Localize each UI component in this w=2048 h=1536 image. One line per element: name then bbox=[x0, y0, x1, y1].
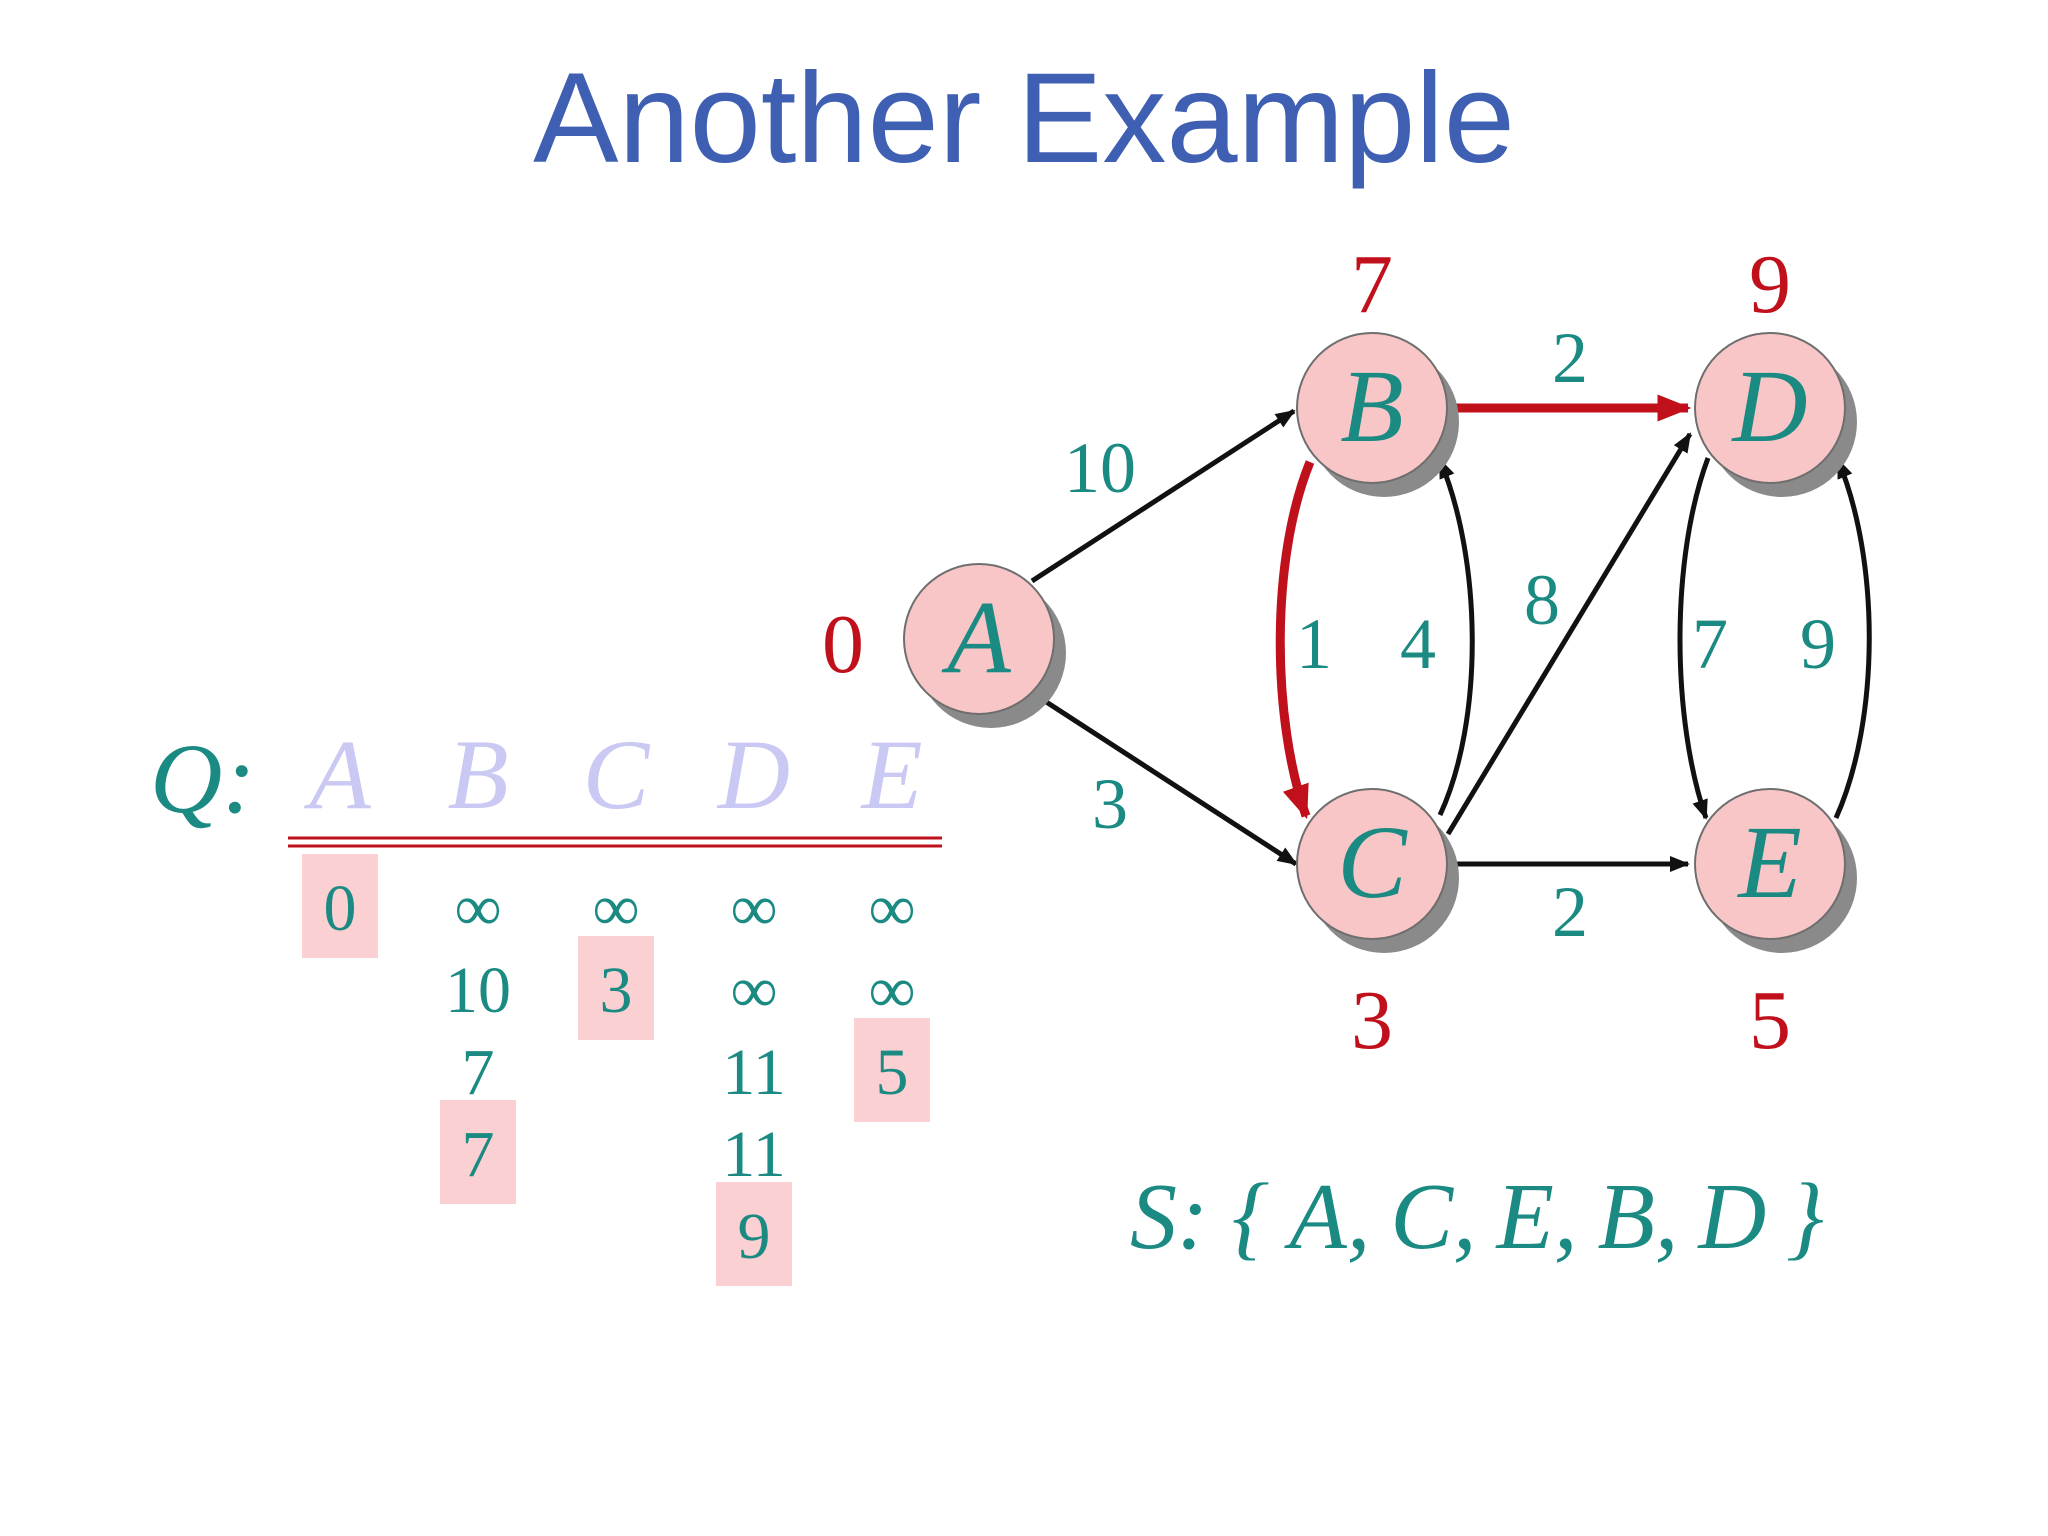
node-a-label: A bbox=[941, 580, 1011, 695]
queue-highlight-e bbox=[854, 1018, 930, 1122]
distance-a: 0 bbox=[822, 598, 864, 691]
edges bbox=[1030, 394, 1872, 872]
queue-header-d: D bbox=[716, 719, 790, 830]
queue-cell: ∞ bbox=[454, 872, 501, 945]
queue-cell: 7 bbox=[462, 1118, 495, 1191]
queue-header-b: B bbox=[447, 719, 508, 830]
weight-a-b: 10 bbox=[1064, 428, 1136, 508]
queue-highlight-b bbox=[440, 1100, 516, 1204]
node-a-circle bbox=[903, 563, 1055, 715]
queue-cell: 11 bbox=[722, 1118, 786, 1191]
queue-cell: 0 bbox=[324, 872, 357, 945]
node-d-label: D bbox=[1730, 349, 1807, 464]
weight-c-d: 8 bbox=[1524, 560, 1560, 640]
queue-cell: ∞ bbox=[730, 872, 777, 945]
queue-cell: 10 bbox=[445, 954, 511, 1027]
node-c-label: C bbox=[1337, 805, 1408, 920]
node-d-circle bbox=[1694, 332, 1846, 484]
weight-d-e: 7 bbox=[1692, 604, 1728, 684]
distance-d: 9 bbox=[1749, 238, 1791, 331]
node-e-label: E bbox=[1736, 805, 1802, 920]
node-b: B bbox=[1296, 332, 1459, 497]
weight-c-e: 2 bbox=[1552, 872, 1588, 952]
queue-cell: ∞ bbox=[868, 954, 915, 1027]
page-title: Another Example bbox=[533, 47, 1515, 190]
settled-set: S: {A,C,E,B,D} bbox=[1130, 1165, 1824, 1269]
edge-a-c bbox=[1032, 691, 1298, 867]
edge-d-e bbox=[1677, 457, 1711, 820]
node-e-circle bbox=[1694, 788, 1846, 940]
queue-headers: A B C D E bbox=[303, 719, 922, 830]
node-distances: 0 7 3 9 5 bbox=[822, 238, 1791, 1067]
edge-b-c-tree bbox=[1275, 460, 1315, 820]
settled-suffix: } bbox=[1786, 1165, 1824, 1269]
node-e: E bbox=[1694, 788, 1857, 953]
weight-b-c: 1 bbox=[1296, 604, 1332, 684]
weight-b-d: 2 bbox=[1552, 318, 1588, 398]
weight-e-d: 9 bbox=[1800, 604, 1836, 684]
settled-item-a: A, bbox=[1283, 1165, 1370, 1269]
node-c-circle bbox=[1296, 788, 1448, 940]
queue-cell: 9 bbox=[738, 1200, 771, 1273]
queue-highlight-c bbox=[578, 936, 654, 1040]
weight-a-c: 3 bbox=[1092, 764, 1128, 844]
queue-highlight-a bbox=[302, 854, 378, 958]
nodes: A B C D E bbox=[903, 332, 1857, 953]
settled-item-c: C, bbox=[1390, 1165, 1476, 1269]
edge-c-d bbox=[1445, 432, 1693, 836]
edge-e-d bbox=[1833, 458, 1872, 820]
queue-label: Q: bbox=[150, 723, 256, 834]
settled-item-b: B, bbox=[1597, 1165, 1678, 1269]
weight-c-b: 4 bbox=[1400, 604, 1436, 684]
queue-cell: ∞ bbox=[592, 872, 639, 945]
queue-header-a: A bbox=[303, 719, 371, 830]
distance-e: 5 bbox=[1749, 974, 1791, 1067]
queue-cell: 5 bbox=[876, 1036, 909, 1109]
queue-cell: 3 bbox=[600, 954, 633, 1027]
node-c: C bbox=[1296, 788, 1459, 953]
queue-cell: ∞ bbox=[730, 954, 777, 1027]
node-d: D bbox=[1694, 332, 1857, 497]
settled-item-e: E, bbox=[1495, 1165, 1578, 1269]
settled-prefix: S: { bbox=[1130, 1165, 1269, 1269]
edge-weights: 10 3 2 1 4 8 2 7 9 bbox=[1064, 318, 1836, 952]
settled-item-d: D bbox=[1696, 1165, 1766, 1269]
queue-highlight-d bbox=[716, 1182, 792, 1286]
node-b-circle bbox=[1296, 332, 1448, 484]
queue-header-e: E bbox=[859, 719, 922, 830]
distance-b: 7 bbox=[1351, 238, 1393, 331]
distance-c: 3 bbox=[1351, 974, 1393, 1067]
queue-table: Q: A B C D E 0 ∞ 10 7 7 ∞ 3 ∞ ∞ 11 11 9 ∞ ∞ 5 bbox=[150, 719, 942, 1286]
queue-cell: ∞ bbox=[868, 872, 915, 945]
node-a: A bbox=[903, 563, 1066, 728]
queue-cell: 7 bbox=[462, 1036, 495, 1109]
queue-header-c: C bbox=[583, 719, 651, 830]
edge-a-b bbox=[1030, 408, 1296, 584]
queue-cell: 11 bbox=[722, 1036, 786, 1109]
edge-c-b bbox=[1437, 458, 1475, 817]
node-b-label: B bbox=[1340, 349, 1404, 464]
queue-cells: 0 ∞ 10 7 7 ∞ 3 ∞ ∞ 11 11 9 ∞ ∞ 5 bbox=[302, 854, 930, 1286]
